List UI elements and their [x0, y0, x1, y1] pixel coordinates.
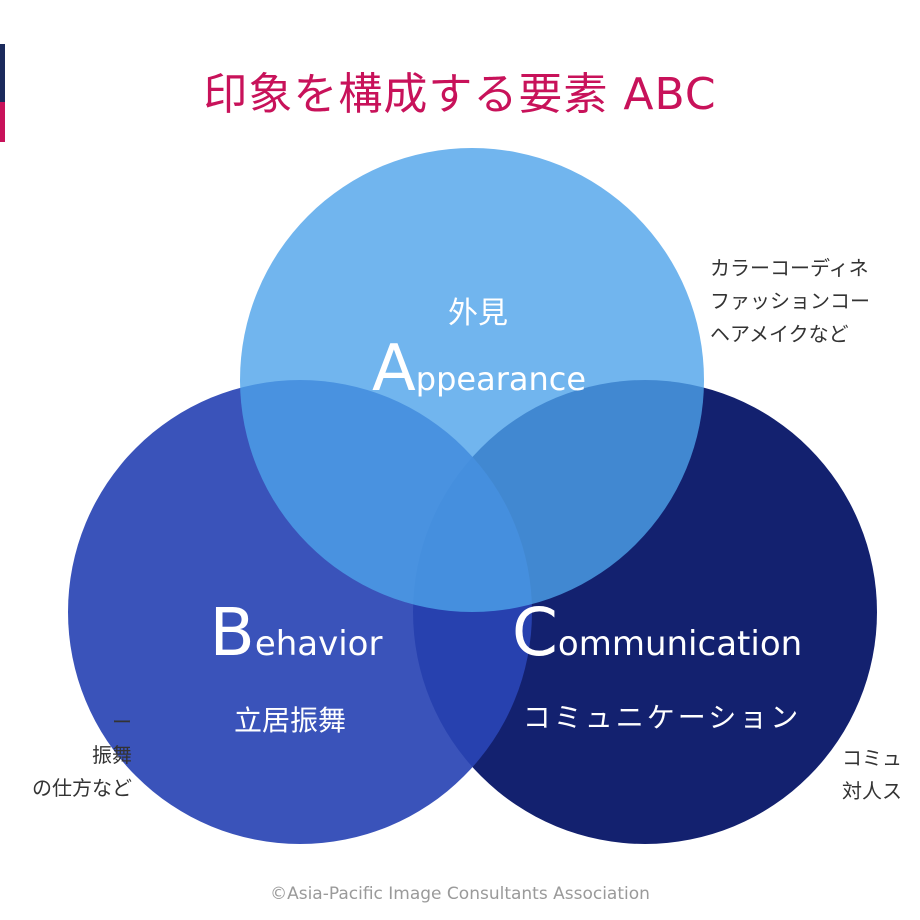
behavior-note-line: 振舞 — [92, 743, 132, 767]
communication-initial: C — [512, 594, 558, 671]
communication-notes: コミュ 対人ス — [842, 742, 902, 808]
corner-brand-mark — [0, 44, 5, 142]
behavior-note-line: の仕方など — [32, 776, 132, 800]
communication-label: Communication — [512, 594, 802, 671]
communication-note-line: コミュ — [842, 746, 902, 770]
communication-note-line: 対人ス — [842, 779, 902, 803]
communication-kanji: コミュニケーション — [523, 701, 801, 734]
behavior-label: Behavior — [210, 594, 383, 671]
brand-mark-magenta — [0, 102, 5, 142]
brand-mark-navy — [0, 44, 5, 102]
appearance-initial: A — [372, 332, 416, 406]
appearance-notes: カラーコーディネ ファッションコー ヘアメイクなど — [710, 252, 870, 351]
behavior-rest: ehavior — [255, 624, 383, 664]
appearance-rest: ppearance — [416, 360, 586, 398]
appearance-note-line: ヘアメイクなど — [710, 322, 849, 346]
behavior-initial: B — [210, 594, 255, 671]
behavior-kanji: 立居振舞 — [234, 704, 346, 737]
circle-appearance — [240, 148, 704, 612]
appearance-note-line: ファッションコー — [710, 289, 870, 313]
appearance-label: Appearance — [372, 332, 586, 406]
behavior-notes: ー 振舞 の仕方など — [32, 706, 132, 805]
appearance-kanji: 外見 — [448, 296, 508, 331]
page-title: 印象を構成する要素 ABC — [203, 69, 717, 120]
appearance-note-line: カラーコーディネ — [710, 256, 869, 280]
communication-rest: ommunication — [558, 624, 802, 664]
copyright-notice: ©Asia-Pacific Image Consultants Associat… — [270, 884, 650, 904]
behavior-note-line: ー — [112, 710, 132, 734]
